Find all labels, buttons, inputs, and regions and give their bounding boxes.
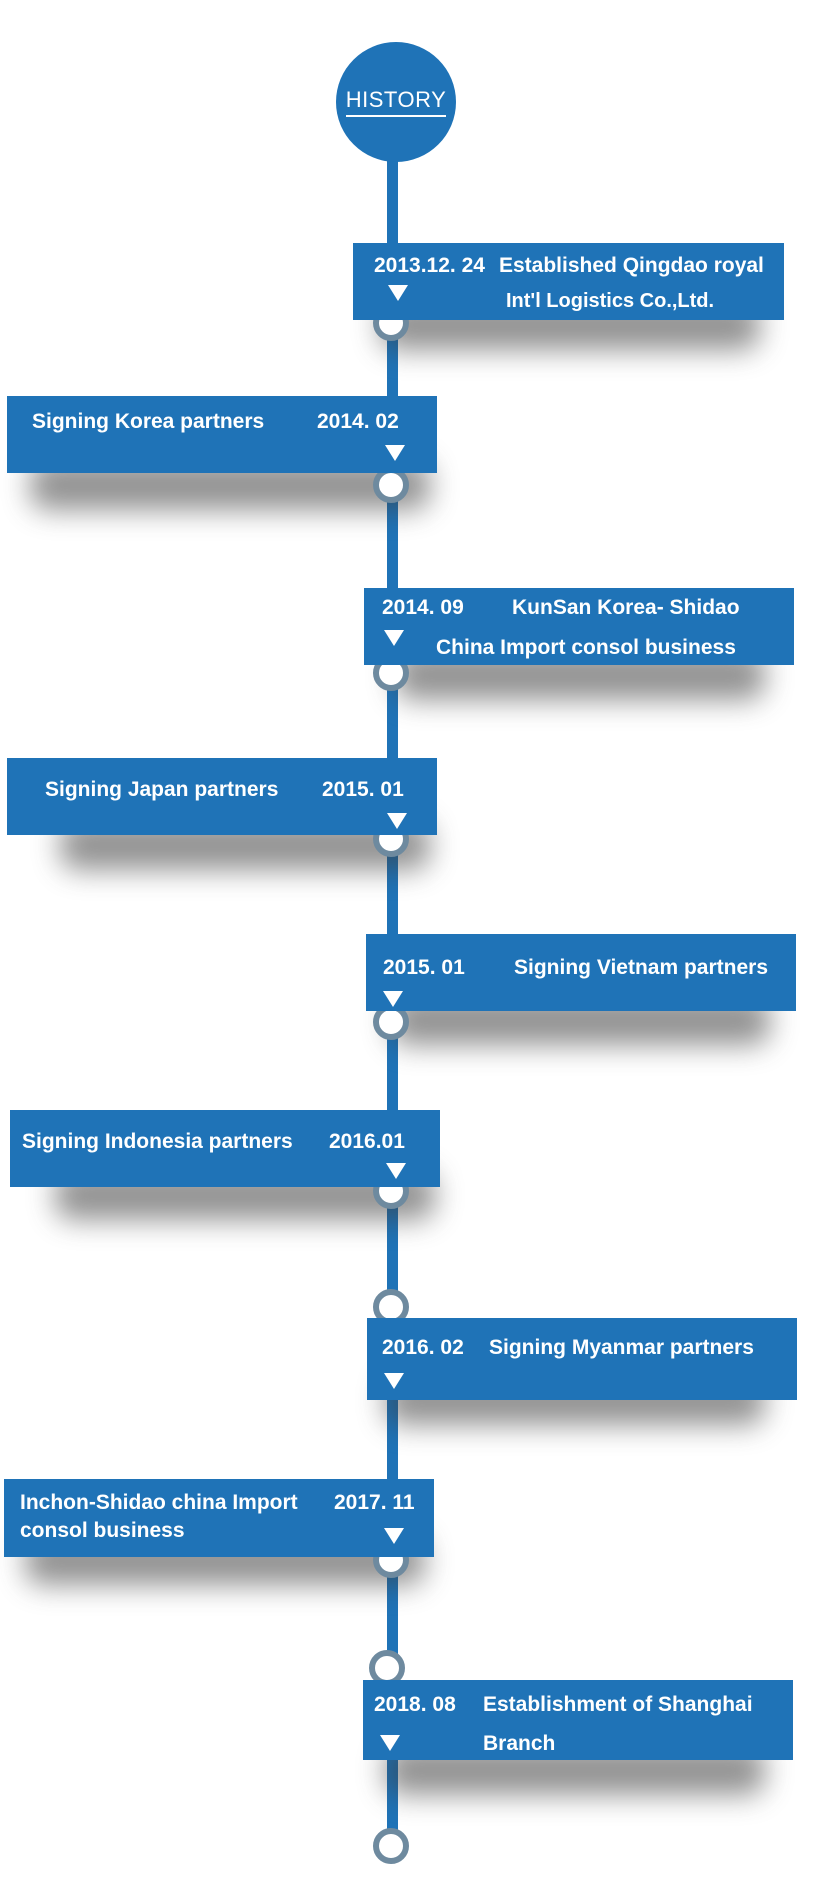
triangle-down-icon (383, 991, 403, 1007)
triangle-down-icon (380, 1735, 400, 1751)
event-card: Signing Indonesia partners 2016.01 (10, 1110, 440, 1187)
event-card: Signing Korea partners 2014. 02 (7, 396, 437, 473)
event-card: 2016. 02 Signing Myanmar partners (367, 1318, 797, 1400)
triangle-down-icon (384, 1528, 404, 1544)
event-text: Signing Korea partners (32, 410, 265, 433)
event-date: 2016. 02 (382, 1336, 464, 1359)
event-card: Inchon-Shidao china Import 2017. 11 cons… (4, 1479, 434, 1557)
event-text: Established Qingdao royal (499, 254, 764, 277)
event-text: Branch (483, 1732, 556, 1755)
event-card: Signing Japan partners 2015. 01 (7, 758, 437, 835)
history-badge: HISTORY (336, 42, 456, 162)
event-date: 2015. 01 (383, 956, 465, 979)
event-card: 2018. 08 Establishment of Shanghai Branc… (363, 1680, 793, 1760)
event-text: China Import consol business (436, 636, 736, 659)
event-card: 2014. 09 KunSan Korea- Shidao China Impo… (364, 588, 794, 665)
event-date: 2015. 01 (322, 778, 404, 801)
triangle-down-icon (384, 1373, 404, 1389)
event-text: Int'l Logistics Co.,Ltd. (506, 290, 715, 312)
event-date: 2017. 11 (334, 1491, 415, 1514)
event-text: Establishment of Shanghai (483, 1693, 753, 1716)
event-text: Signing Indonesia partners (22, 1130, 293, 1153)
triangle-down-icon (384, 630, 404, 646)
event-date: 2013.12. 24 (374, 254, 485, 277)
event-date: 2018. 08 (374, 1693, 456, 1716)
triangle-down-icon (385, 445, 405, 461)
triangle-down-icon (386, 1163, 406, 1179)
event-card: 2015. 01 Signing Vietnam partners (366, 934, 796, 1011)
event-text: Signing Vietnam partners (514, 956, 768, 979)
event-date: 2014. 02 (317, 410, 399, 433)
event-text: KunSan Korea- Shidao (512, 596, 740, 619)
event-text: Signing Myanmar partners (489, 1336, 754, 1359)
event-date: 2014. 09 (382, 596, 464, 619)
history-label: HISTORY (345, 87, 447, 117)
triangle-down-icon (388, 285, 408, 301)
event-text: Signing Japan partners (45, 778, 279, 801)
event-card: 2013.12. 24 Established Qingdao royal In… (353, 243, 784, 320)
event-date: 2016.01 (329, 1130, 405, 1153)
timeline-node (373, 1828, 409, 1864)
event-text: Inchon-Shidao china Import (20, 1491, 298, 1514)
triangle-down-icon (387, 813, 407, 829)
event-text: consol business (20, 1519, 185, 1542)
